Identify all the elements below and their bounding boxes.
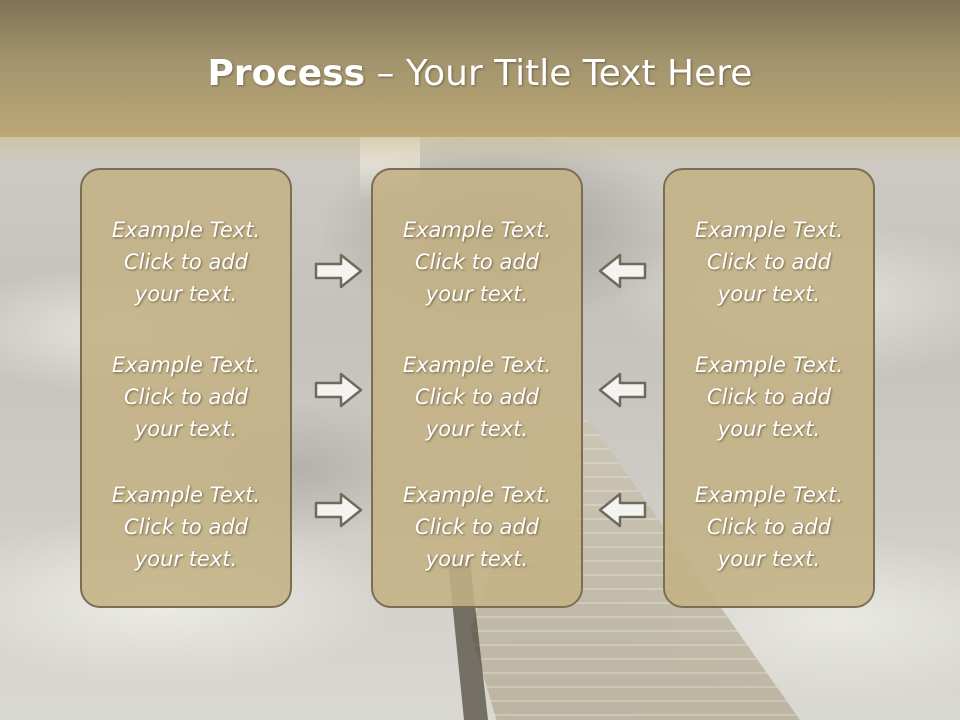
left-arrow-icon	[598, 253, 647, 289]
process-box-left[interactable]: Example Text. Click to add your text. Ex…	[80, 168, 292, 608]
text-placeholder[interactable]: Example Text. Click to add your text.	[111, 218, 261, 306]
title-rest: – Your Title Text Here	[365, 53, 753, 94]
left-arrow-icon	[598, 492, 647, 528]
text-placeholder[interactable]: Example Text. Click to add your text.	[694, 218, 844, 306]
text-placeholder[interactable]: Example Text. Click to add your text.	[694, 353, 844, 441]
text-placeholder[interactable]: Example Text. Click to add your text.	[694, 483, 844, 571]
right-arrow-icon	[314, 492, 363, 528]
text-placeholder[interactable]: Example Text. Click to add your text.	[402, 483, 552, 571]
title-bar	[0, 0, 960, 137]
slide-title[interactable]: Process – Your Title Text Here	[0, 52, 960, 96]
title-bar-fade	[0, 137, 960, 167]
process-box-center[interactable]: Example Text. Click to add your text. Ex…	[371, 168, 583, 608]
right-arrow-icon	[314, 253, 363, 289]
left-arrow-icon	[598, 372, 647, 408]
right-arrow-icon	[314, 372, 363, 408]
text-placeholder[interactable]: Example Text. Click to add your text.	[402, 218, 552, 306]
text-placeholder[interactable]: Example Text. Click to add your text.	[111, 353, 261, 441]
text-placeholder[interactable]: Example Text. Click to add your text.	[111, 483, 261, 571]
title-bold: Process	[207, 53, 366, 94]
process-box-right[interactable]: Example Text. Click to add your text. Ex…	[663, 168, 875, 608]
text-placeholder[interactable]: Example Text. Click to add your text.	[402, 353, 552, 441]
